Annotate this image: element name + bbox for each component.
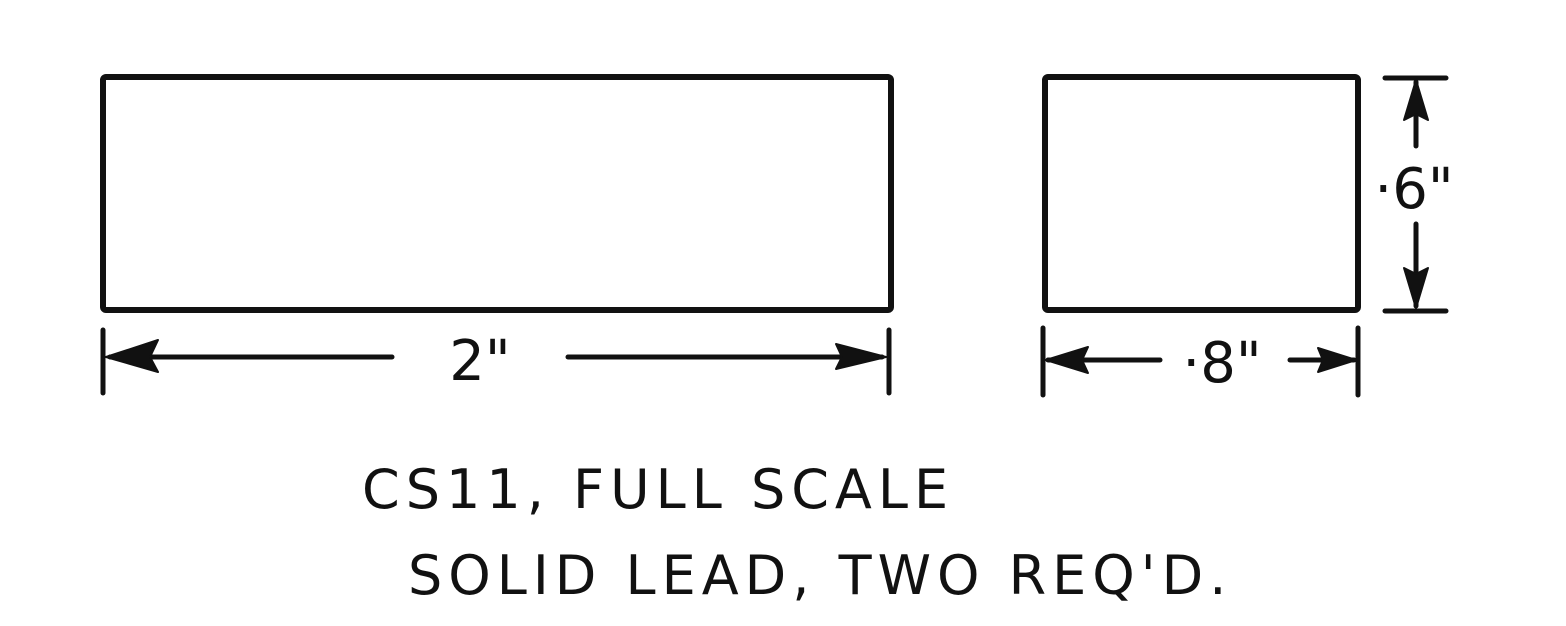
width-right-arrowhead bbox=[1317, 347, 1357, 373]
length-right-arrowhead bbox=[835, 343, 887, 370]
width-left-arrowhead bbox=[1045, 346, 1089, 374]
length-left-arrowhead bbox=[105, 339, 159, 373]
length-label: 2" bbox=[449, 329, 510, 394]
width-dimension: ·8" bbox=[1040, 325, 1361, 398]
end-view-outline bbox=[1042, 74, 1361, 313]
height-top-arrowhead bbox=[1403, 79, 1429, 121]
width-label: ·8" bbox=[1182, 331, 1261, 396]
height-label: ·6" bbox=[1374, 157, 1453, 222]
length-dimension: 2" bbox=[100, 327, 892, 396]
height-dimension: ·6" bbox=[1374, 75, 1454, 314]
note-line-2: SOLID LEAD, TWO REQ'D. bbox=[408, 544, 1232, 607]
side-view-outline bbox=[100, 74, 894, 313]
height-bottom-arrowhead bbox=[1403, 267, 1429, 309]
note-line-1: CS11, FULL SCALE bbox=[362, 458, 954, 521]
